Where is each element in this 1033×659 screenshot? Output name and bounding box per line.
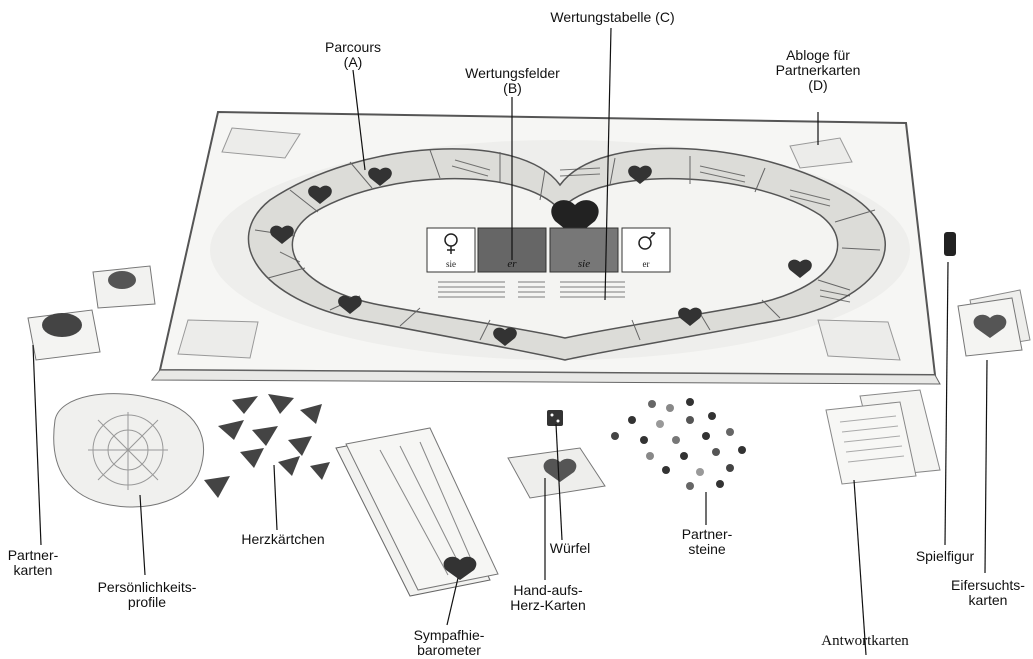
label-spielfigur: Spielfigur [905,549,985,564]
partner-cards [28,266,155,360]
score-field-er2-text: er [643,259,650,269]
answer-cards [826,390,940,484]
label-eifersuchtskarten: Eifersuchts- karten [946,578,1030,608]
score-field-sie-text: sie [446,259,456,269]
dice [547,410,563,426]
label-persoenlichkeitsprofile: Persönlichkeits- profile [82,580,212,610]
label-wertungsfelder: Wertungsfelder (B) [455,66,570,96]
label-wuerfel: Würfel [540,541,600,556]
score-field-sie2-text: sie [578,258,590,270]
heart-cards-triangles [204,394,330,498]
label-sympathiebarometer: Sympafhie- barometer [404,628,494,658]
label-herzkaertchen: Herzkärtchen [228,532,338,547]
label-partnersteine: Partner- steine [670,527,744,557]
label-antwortkarten: Antwortkarten [800,634,930,649]
label-ablage-partnerkarten: Abloge für Partnerkarten (D) [758,48,878,93]
personality-profiles [54,394,204,507]
hand-aufs-herz-cards [508,448,605,498]
label-parcours: Parcours (A) [318,40,388,70]
label-partnerkarten: Partner- karten [2,548,64,578]
label-hand-aufs-herz-karten: Hand-aufs- Herz-Karten [498,583,598,613]
partner-stones [611,398,746,490]
jealousy-cards [958,290,1030,356]
playing-piece [944,232,956,256]
sympathy-barometer [336,428,498,596]
label-wertungstabelle: Wertungstabelle (C) [530,10,695,25]
